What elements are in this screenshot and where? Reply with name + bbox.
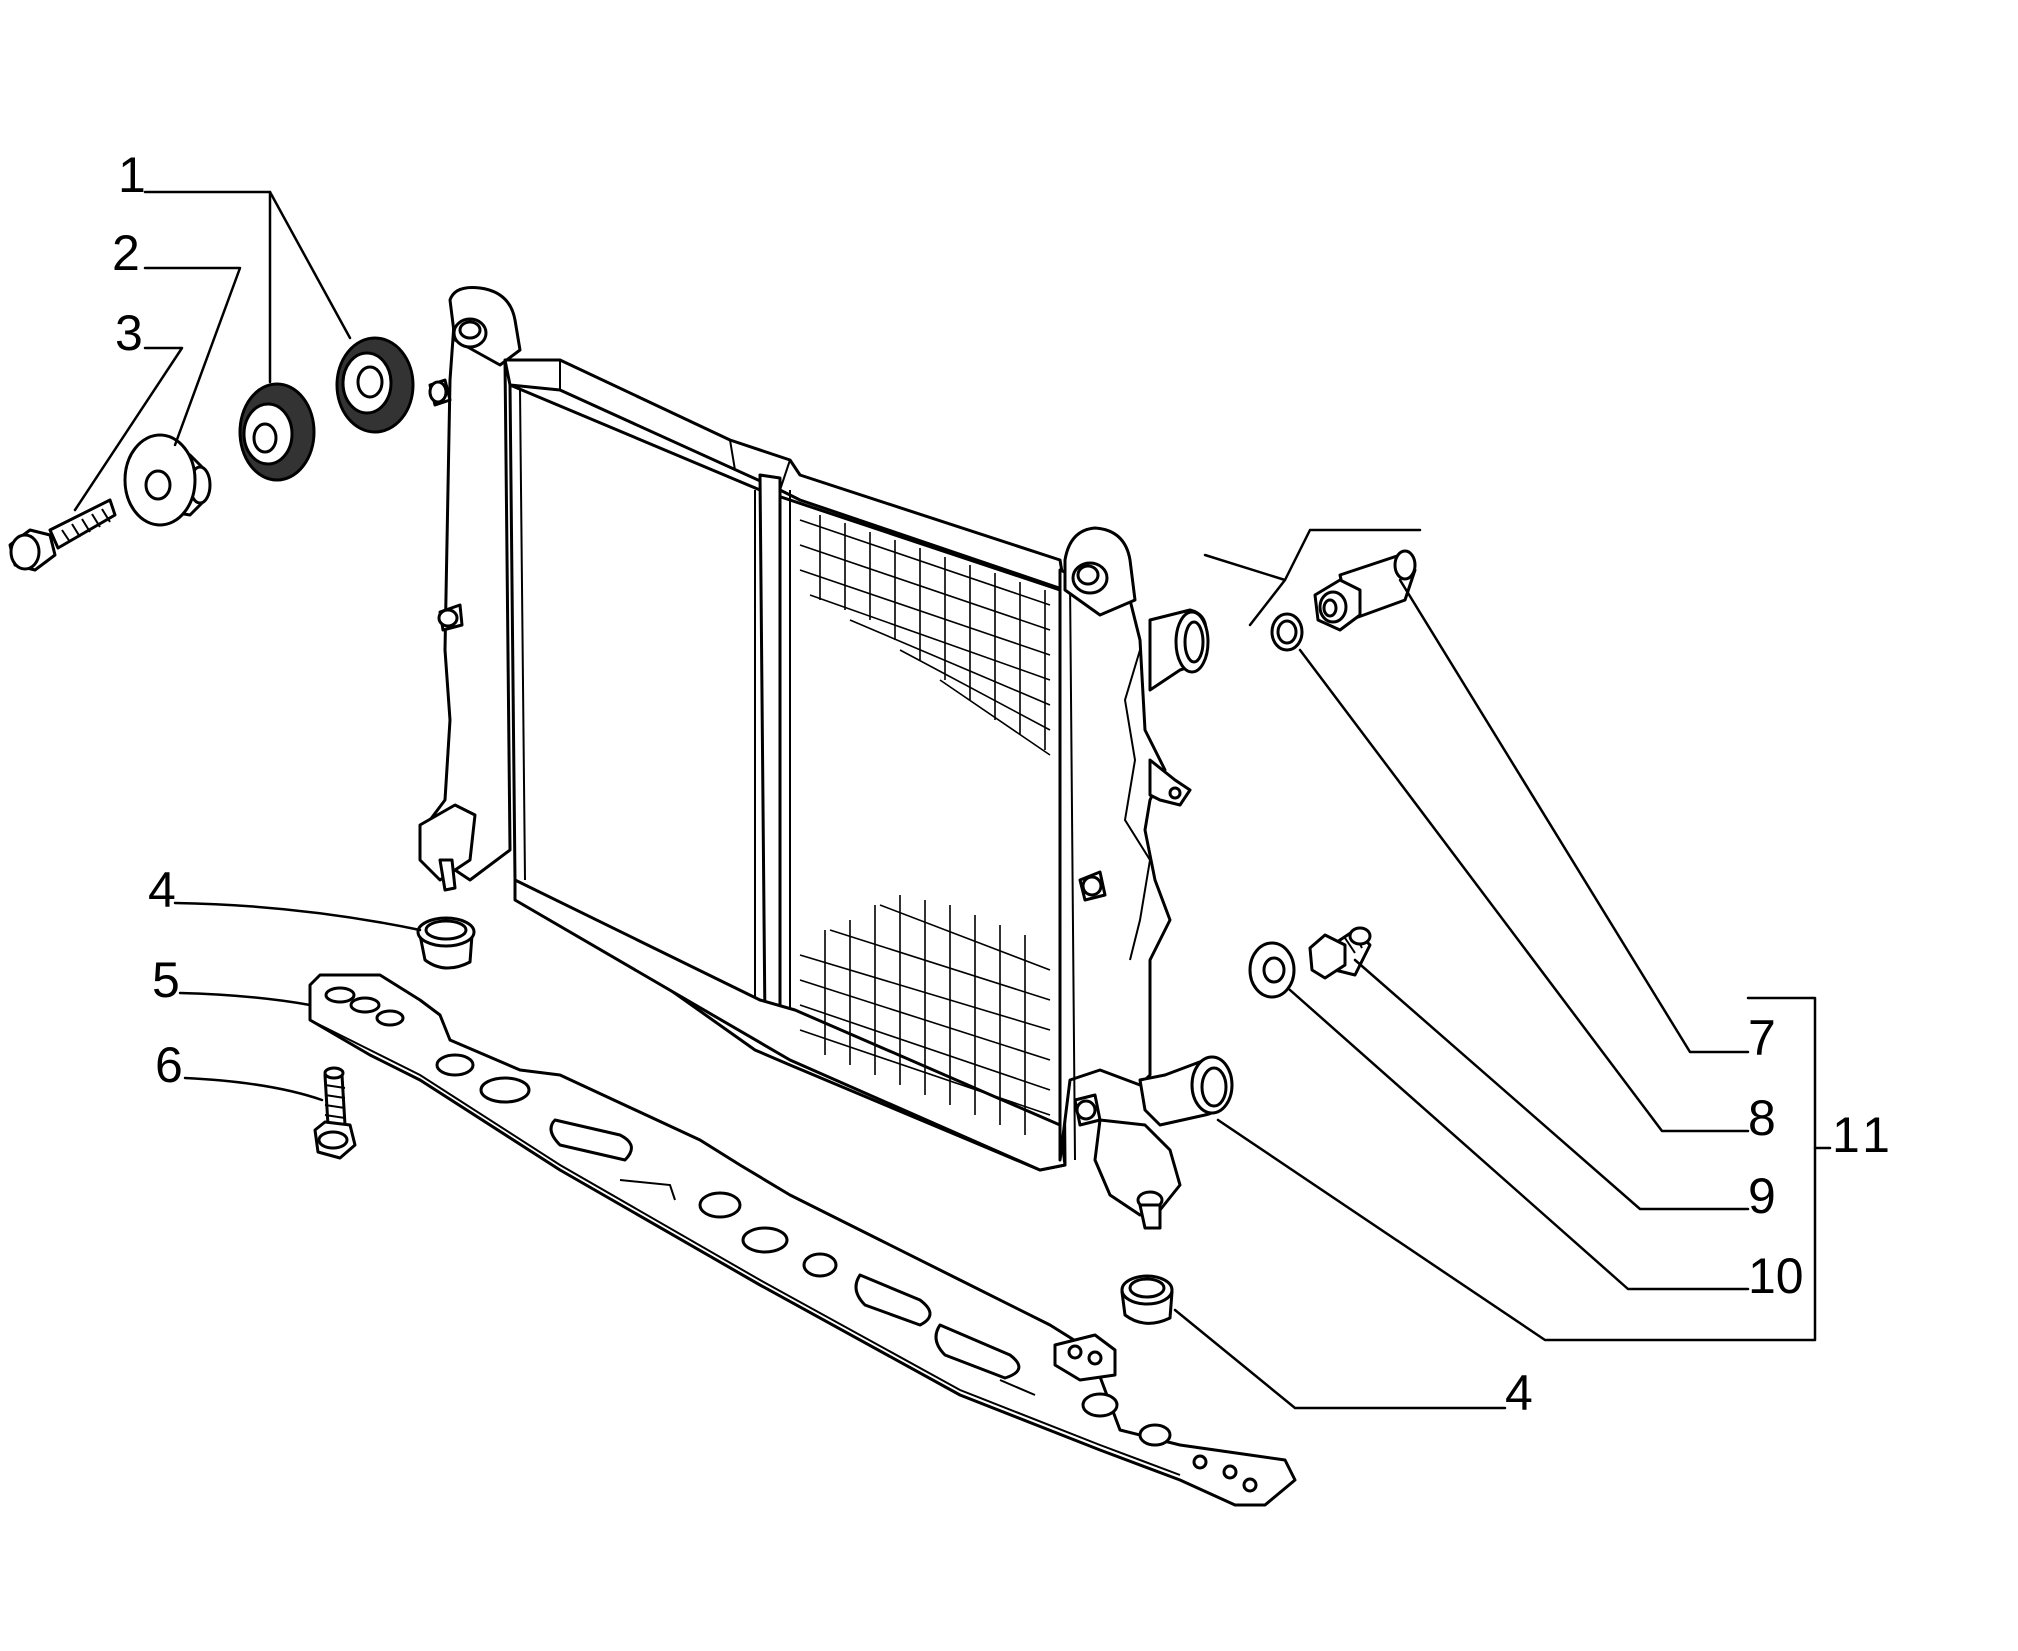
callout-2: 2 — [112, 225, 140, 281]
callout-3: 3 — [115, 305, 143, 361]
radiator-right-tank — [1058, 568, 1172, 1162]
part-3-flange-bolt — [8, 498, 117, 572]
core-fin-grid-upper — [799, 515, 1051, 756]
callout-labels: 1 2 3 4 5 6 7 8 9 10 11 4 — [112, 147, 1896, 1421]
leader-8 — [1298, 648, 1750, 1133]
leader-5 — [178, 991, 312, 1007]
callout-4-left: 4 — [148, 862, 176, 918]
leader-7 — [1398, 578, 1750, 1054]
leader-2 — [143, 266, 242, 447]
callout-6: 6 — [155, 1037, 183, 1093]
callout-leaders — [73, 190, 1832, 1410]
right-tank-side-bracket — [1148, 758, 1192, 807]
part-2-spacer-bush — [123, 433, 212, 527]
part-5-cross-member — [308, 973, 1297, 1507]
radiator-assembly — [418, 286, 1234, 1230]
leader-6 — [183, 1076, 324, 1102]
leader-4-left — [173, 901, 422, 932]
leader-10 — [1288, 988, 1750, 1291]
leader-3 — [73, 346, 184, 512]
left-tank-bottom-bracket — [418, 803, 477, 882]
part-4-right-grommet — [1120, 1274, 1174, 1325]
part-4-left-grommet — [416, 916, 476, 970]
cross-member-slot — [324, 986, 356, 1004]
part-9-drain-plug — [1308, 926, 1372, 980]
callout-4-right: 4 — [1505, 1365, 1533, 1421]
bracket-11 — [1216, 996, 1817, 1342]
callout-1: 1 — [118, 147, 146, 203]
part-1-upper-grommet — [335, 336, 415, 434]
callout-11: 11 — [1832, 1107, 1896, 1163]
leader-9 — [1353, 958, 1750, 1211]
callout-8: 8 — [1748, 1090, 1776, 1146]
part-7-bleed-plug — [1313, 549, 1417, 632]
radiator-center-divider — [758, 473, 782, 1027]
core-fin-grid-lower — [799, 895, 1051, 1135]
part-6-bolt — [313, 1066, 357, 1160]
part-8-seal-ring — [1270, 612, 1304, 652]
callout-5: 5 — [152, 952, 180, 1008]
callout-9: 9 — [1748, 1168, 1776, 1224]
callout-10: 10 — [1748, 1248, 1804, 1304]
cross-member-tab — [1053, 1333, 1117, 1382]
callout-7: 7 — [1748, 1010, 1776, 1066]
leader-1 — [143, 190, 352, 340]
part-10-washer — [1248, 941, 1296, 999]
radiator-bottom-strap — [513, 878, 1067, 1172]
section-break-mark — [1203, 528, 1422, 627]
leader-4-right — [1173, 1308, 1507, 1410]
part-1-lower-grommet — [238, 382, 316, 482]
